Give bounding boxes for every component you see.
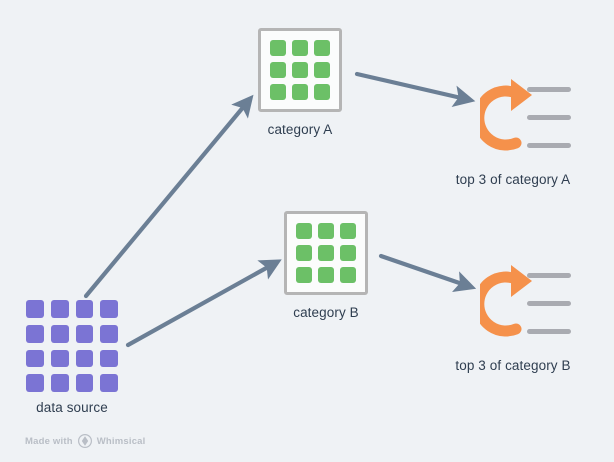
grid-cell bbox=[296, 223, 312, 239]
result-bar bbox=[527, 115, 571, 120]
grid-cell bbox=[318, 267, 334, 283]
grid-cell bbox=[340, 245, 356, 261]
grid-cell bbox=[75, 300, 94, 318]
result-bar bbox=[527, 273, 571, 278]
grid-cell bbox=[26, 374, 44, 392]
grid-cell bbox=[75, 374, 94, 392]
grid-cell bbox=[100, 349, 118, 368]
grid-cell bbox=[50, 349, 69, 368]
result-bars bbox=[527, 273, 575, 335]
grid-3x3-boxed-icon bbox=[258, 28, 342, 112]
grid-cell bbox=[318, 245, 334, 261]
grid-cell bbox=[50, 374, 69, 392]
circular-arrow-list-icon bbox=[480, 265, 532, 337]
connector-category-a-to-top3-a bbox=[354, 71, 476, 107]
watermark-prefix: Made with bbox=[25, 435, 73, 447]
grid-cell bbox=[270, 84, 286, 100]
node-category-a[interactable]: category A bbox=[258, 28, 342, 137]
circular-arrow-list-icon bbox=[480, 79, 532, 151]
grid-cell bbox=[318, 223, 334, 239]
connector-data-source-to-category-b bbox=[125, 259, 282, 348]
grid-cell bbox=[26, 324, 44, 343]
grid-cell bbox=[314, 40, 330, 56]
watermark-brand: Whimsical bbox=[96, 435, 146, 447]
grid-3x3 bbox=[296, 223, 356, 283]
connector-category-b-to-top3-b bbox=[378, 253, 477, 292]
grid-3x3-boxed-icon bbox=[284, 211, 368, 295]
result-bar bbox=[527, 87, 571, 92]
grid-cell bbox=[340, 223, 356, 239]
result-bar bbox=[527, 329, 571, 334]
whimsical-logo-icon bbox=[77, 433, 92, 449]
grid-cell bbox=[50, 300, 69, 318]
node-top3-category-a[interactable]: top 3 of category A bbox=[456, 76, 575, 187]
grid-cell bbox=[270, 40, 286, 56]
grid-cell bbox=[292, 84, 308, 100]
result-bar bbox=[527, 301, 571, 306]
grid-cell bbox=[296, 267, 312, 283]
result-bars bbox=[527, 87, 575, 149]
grid-cell bbox=[26, 349, 44, 368]
grid-cell bbox=[100, 324, 118, 343]
node-label-data-source: data source bbox=[36, 400, 108, 415]
node-top3-category-b[interactable]: top 3 of category B bbox=[455, 262, 575, 373]
node-label-top3-category-b: top 3 of category B bbox=[455, 358, 571, 373]
grid-cell bbox=[340, 267, 356, 283]
node-data-source[interactable]: data source bbox=[26, 300, 118, 415]
result-bar bbox=[527, 143, 571, 148]
grid-cell bbox=[100, 300, 118, 318]
grid-cell bbox=[296, 245, 312, 261]
grid-cell bbox=[314, 62, 330, 78]
grid-3x3 bbox=[270, 40, 330, 100]
whimsical-watermark: Made with Whimsical bbox=[25, 433, 146, 449]
grid-cell bbox=[314, 84, 330, 100]
grid-4x4-icon bbox=[26, 300, 118, 392]
grid-cell bbox=[100, 374, 118, 392]
node-label-category-b: category B bbox=[293, 305, 359, 320]
grid-cell bbox=[75, 349, 94, 368]
grid-cell bbox=[292, 62, 308, 78]
grid-cell bbox=[26, 300, 44, 318]
grid-cell bbox=[75, 324, 94, 343]
connector-data-source-to-category-a bbox=[83, 94, 254, 299]
grid-cell bbox=[292, 40, 308, 56]
node-label-category-a: category A bbox=[267, 122, 333, 137]
node-category-b[interactable]: category B bbox=[284, 211, 368, 320]
node-label-top3-category-a: top 3 of category A bbox=[455, 172, 571, 187]
grid-cell bbox=[270, 62, 286, 78]
grid-cell bbox=[50, 324, 69, 343]
